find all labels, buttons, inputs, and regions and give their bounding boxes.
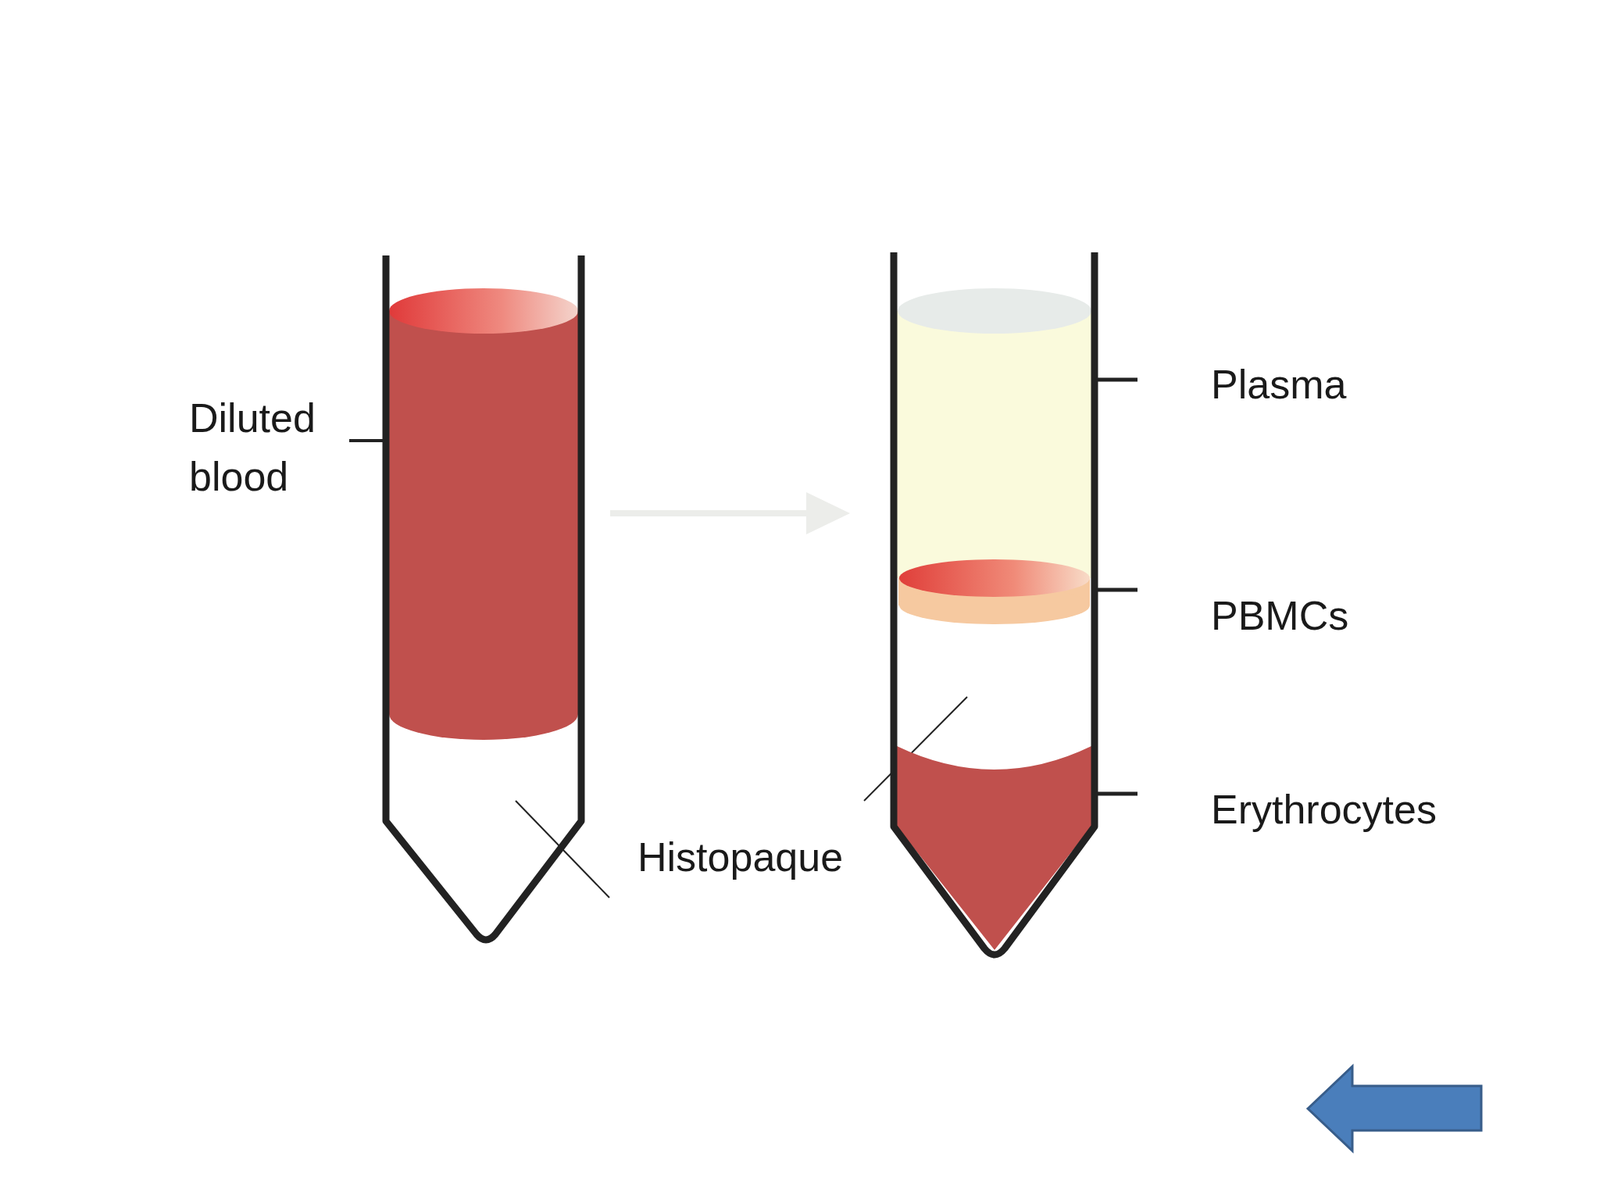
test-tube — [893, 252, 1095, 955]
process-arrow-head — [806, 492, 850, 535]
blood-surface — [389, 288, 579, 334]
diluted-blood — [389, 310, 579, 740]
leader-line — [515, 800, 610, 898]
test-tube — [385, 255, 582, 940]
tick-mark — [1096, 588, 1138, 593]
plasma-surface — [897, 288, 1092, 334]
erythrocyte-pellet — [896, 746, 1092, 950]
tick-mark — [1096, 792, 1138, 797]
tube-label: Diluted blood — [189, 389, 369, 507]
layer-label: Plasma — [1210, 355, 1524, 415]
layer-label: Erythrocytes — [1210, 780, 1563, 840]
tick-mark — [1096, 378, 1138, 383]
leader-line — [349, 439, 383, 443]
layer-label: Histopaque — [637, 828, 950, 887]
layer-label: PBMCs — [1210, 586, 1524, 646]
back-arrow — [1307, 1066, 1482, 1151]
process-arrow — [610, 510, 813, 517]
pbmc-ring — [899, 559, 1090, 597]
plasma-layer — [896, 310, 1092, 579]
